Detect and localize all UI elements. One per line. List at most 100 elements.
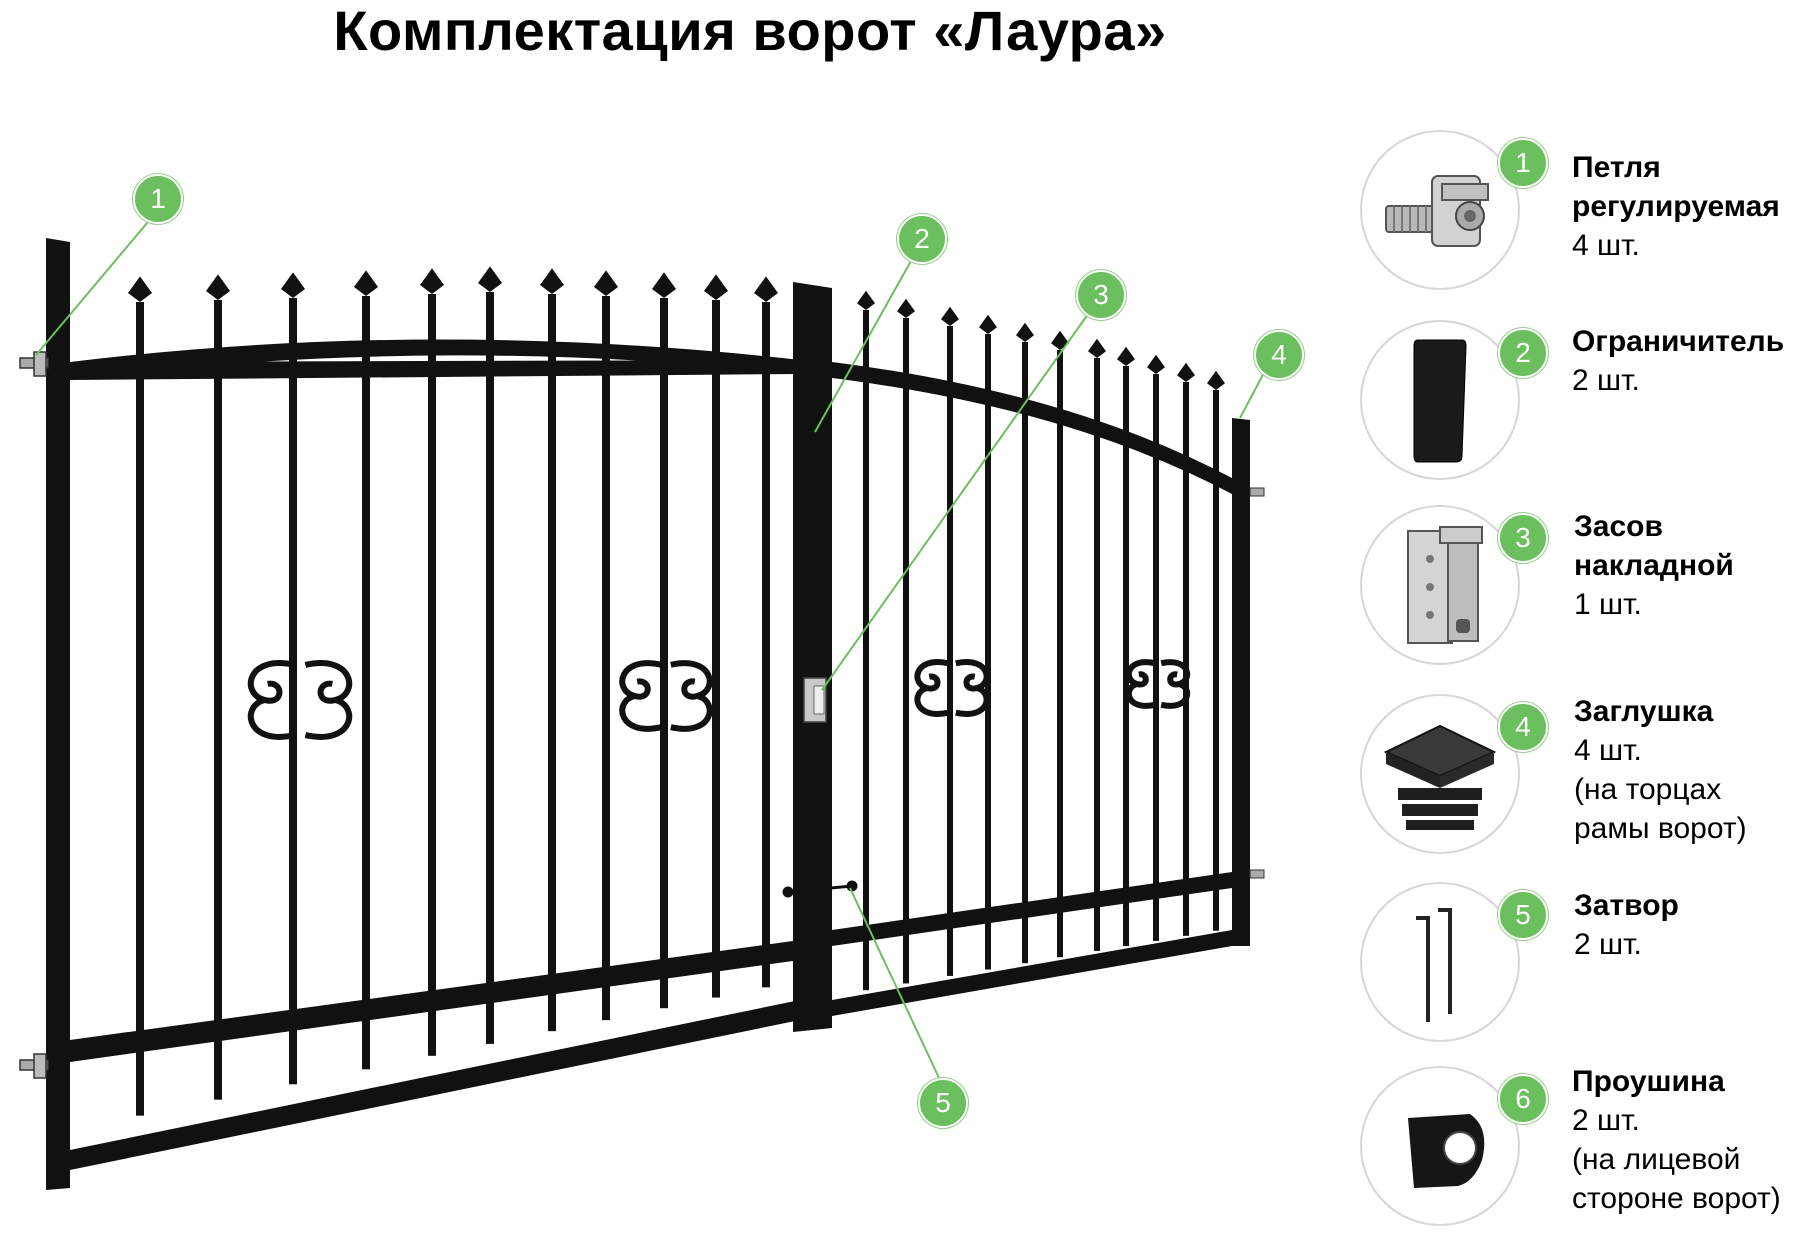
- part-note: (на лицевой стороне ворот): [1572, 1143, 1781, 1215]
- part-name: Заглушка: [1574, 695, 1714, 728]
- scroll-curl: [304, 660, 353, 704]
- part-quantity: 1 шт.: [1574, 588, 1642, 621]
- callout-4: 4: [1254, 330, 1304, 380]
- left-bottom-rail: [70, 1000, 800, 1170]
- scroll-curl: [247, 660, 296, 704]
- picket-spear-tip: [478, 266, 502, 292]
- picket-bar: [1153, 374, 1159, 941]
- picket-bar: [1183, 382, 1189, 936]
- picket-spear-tip: [420, 268, 444, 294]
- picket-bar: [362, 296, 370, 1070]
- picket-bar: [985, 334, 991, 970]
- scroll-curl: [955, 659, 990, 692]
- picket-bar: [903, 318, 909, 984]
- picket-bar: [863, 310, 869, 991]
- surface-latch-icon: [1407, 526, 1483, 644]
- picket-spear-tip: [1207, 370, 1225, 390]
- picket-bar: [289, 298, 297, 1085]
- part-thumb: [1360, 694, 1520, 854]
- scroll-curl: [914, 659, 949, 692]
- scroll-curl: [304, 697, 353, 740]
- end-cap-icon: [1383, 724, 1497, 830]
- picket-spear-tip: [1147, 354, 1165, 374]
- part-text: Ограничитель 2 шт.: [1572, 322, 1810, 400]
- left-post: [46, 238, 70, 1190]
- part-thumb: [1360, 1066, 1520, 1226]
- picket-bar: [1022, 342, 1028, 964]
- part-text: Петля регулируемая 4 шт.: [1572, 148, 1810, 265]
- right-arch-rail: [832, 362, 1232, 494]
- callout-1: 1: [133, 174, 183, 224]
- part-quantity: 2 шт.: [1572, 364, 1640, 397]
- part-number-badge: 4: [1498, 702, 1548, 752]
- gate-frame: [46, 238, 1250, 1190]
- picket-bar: [486, 292, 494, 1044]
- picket-bar: [1123, 366, 1129, 947]
- page-title: Комплектация ворот «Лаура»: [333, 0, 1167, 62]
- part-number-badge: 1: [1498, 138, 1548, 188]
- right-post: [1232, 418, 1250, 946]
- picket-bar: [136, 302, 144, 1116]
- hinges: [19, 351, 1265, 1079]
- scroll-curl: [670, 660, 713, 700]
- adjustable-hinge-icon: [1385, 175, 1489, 247]
- part-thumb: [1360, 130, 1520, 290]
- picket-bar: [660, 298, 668, 1009]
- part-quantity: 2 шт.: [1572, 1104, 1640, 1137]
- picket-spear-tip: [540, 268, 564, 294]
- picket-spear-tip: [1117, 346, 1135, 366]
- part-name: Ограничитель: [1572, 325, 1785, 358]
- picket-spear-tip: [652, 272, 676, 298]
- part-thumb: [1360, 505, 1520, 665]
- picket-bar: [762, 302, 770, 988]
- part-text: Засов накладной 1 шт.: [1574, 507, 1810, 624]
- part-name: Петля регулируемая: [1572, 151, 1780, 223]
- scroll-curl: [955, 685, 990, 717]
- picket-spear-tip: [979, 314, 997, 334]
- right-mid-rail: [832, 872, 1232, 946]
- picket-spear-tip: [897, 298, 915, 318]
- picket-spear-tip: [206, 274, 230, 300]
- picket-bar: [214, 300, 222, 1100]
- gate-pickets: [128, 266, 1225, 1116]
- scroll-curl: [1160, 681, 1191, 709]
- picket-bar: [712, 300, 720, 998]
- right-bottom-rail: [832, 930, 1232, 1016]
- picket-spear-tip: [354, 270, 378, 296]
- picket-spear-tip: [1177, 362, 1195, 382]
- part-number-badge: 6: [1498, 1074, 1548, 1124]
- picket-bar: [947, 326, 953, 976]
- part-name: Затвор: [1574, 889, 1679, 922]
- callout-3: 3: [1076, 270, 1126, 320]
- part-number-badge: 3: [1498, 513, 1548, 563]
- surface-latch: [803, 677, 827, 723]
- picket-spear-tip: [594, 270, 618, 296]
- picket-spear-tip: [128, 276, 152, 302]
- picket-spear-tip: [941, 306, 959, 326]
- left-mid-rail: [70, 940, 800, 1062]
- scroll-curl: [670, 693, 713, 732]
- part-number-badge: 2: [1498, 328, 1548, 378]
- part-text: Затвор 2 шт.: [1574, 886, 1810, 964]
- part-name: Засов накладной: [1574, 510, 1734, 582]
- part-text: Проушина 2 шт. (на лицевой стороне ворот…: [1572, 1062, 1810, 1218]
- padlock-eye-icon: [1408, 1114, 1485, 1188]
- picket-bar: [428, 294, 436, 1056]
- scroll-curl: [1125, 659, 1156, 688]
- callout-5: 5: [918, 1078, 968, 1128]
- picket-spear-tip: [1016, 322, 1034, 342]
- left-top-rail: [70, 360, 800, 380]
- part-thumb: [1360, 320, 1520, 480]
- picket-spear-tip: [1088, 338, 1106, 358]
- picket-spear-tip: [1051, 330, 1069, 350]
- part-number-badge: 5: [1498, 890, 1548, 940]
- scroll-curl: [914, 685, 949, 717]
- scroll-curl: [619, 693, 662, 732]
- picket-bar: [1094, 358, 1100, 951]
- picket-bar: [602, 296, 610, 1021]
- picket-spear-tip: [281, 272, 305, 298]
- part-text: Заглушка 4 шт. (на торцах рамы ворот): [1574, 692, 1810, 848]
- picket-spear-tip: [857, 290, 875, 310]
- part-name: Проушина: [1572, 1065, 1725, 1098]
- picket-spear-tip: [754, 276, 778, 302]
